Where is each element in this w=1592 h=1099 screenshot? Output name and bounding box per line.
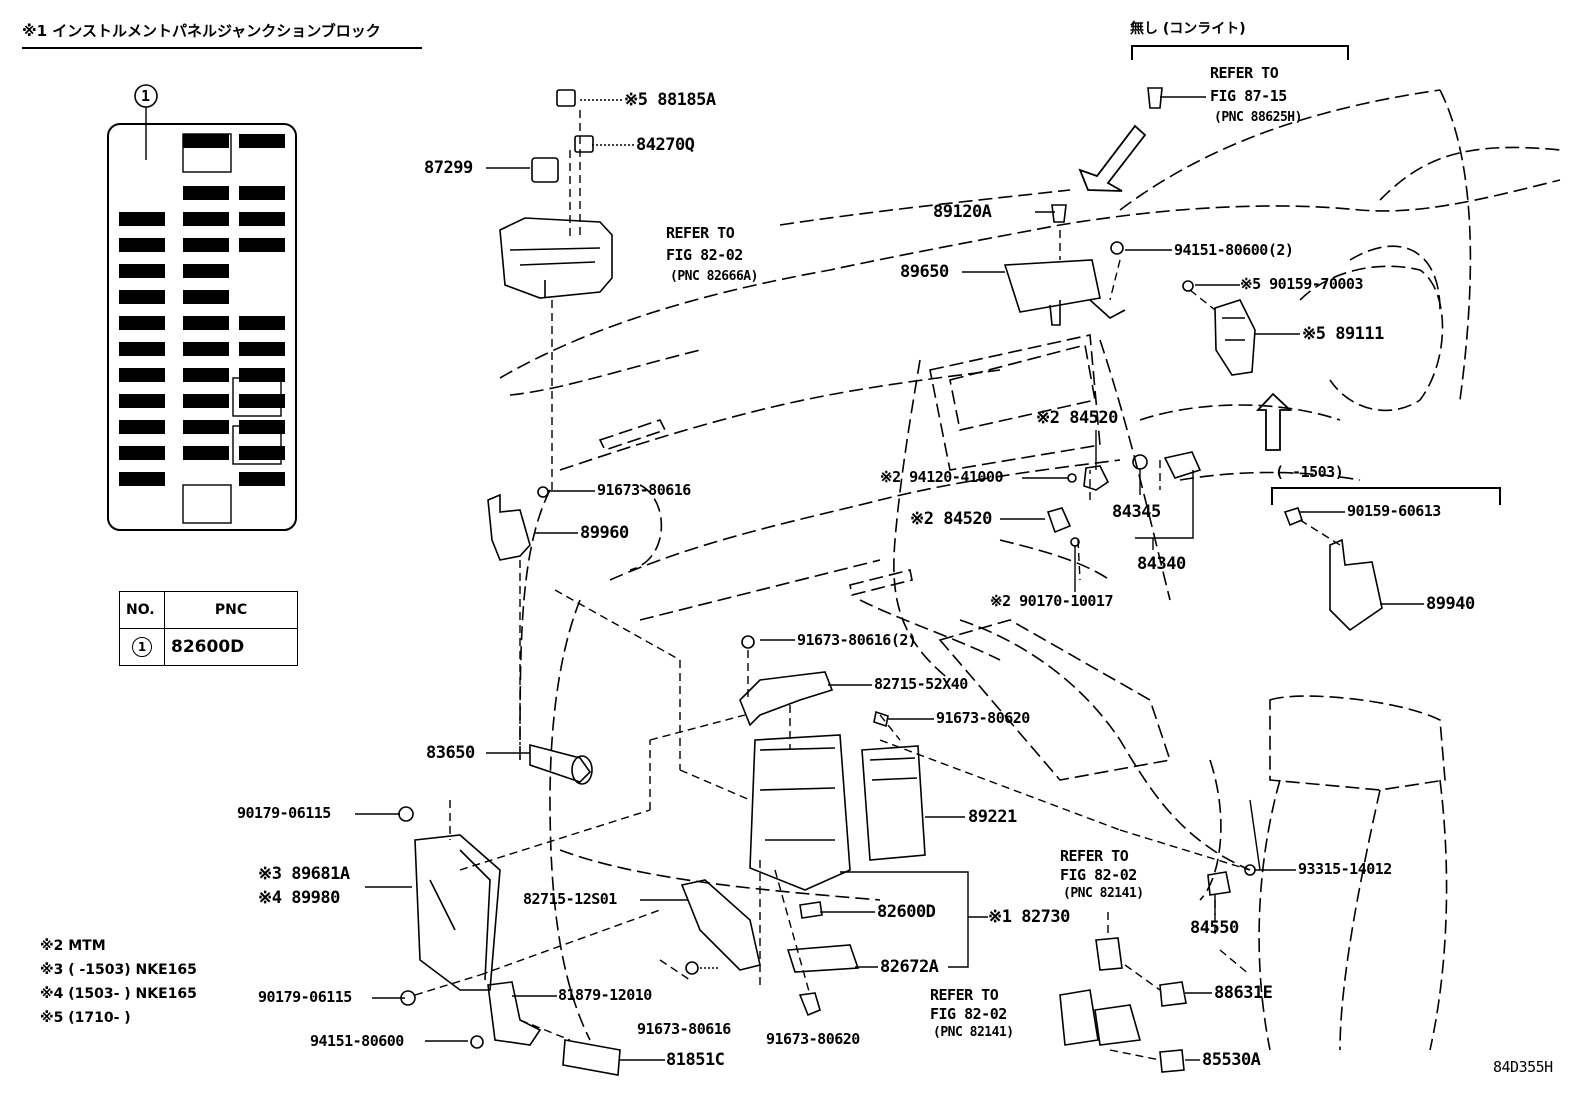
fuse-slot bbox=[239, 134, 285, 148]
part-label: 88631E bbox=[1214, 983, 1273, 1003]
table-header: NO. bbox=[119, 591, 165, 629]
fuse-slot bbox=[183, 238, 229, 252]
part-label: 89940 bbox=[1426, 594, 1475, 614]
part-label: ※5 89111 bbox=[1302, 324, 1384, 344]
fuse-slot bbox=[183, 446, 229, 460]
part-label: ※2 90170-10017 bbox=[990, 592, 1113, 610]
fuse-slot bbox=[239, 212, 285, 226]
callout-number: 1 bbox=[132, 637, 152, 657]
fuse-slot bbox=[183, 290, 229, 304]
footnote: ※4 (1503- ) NKE165 bbox=[40, 986, 197, 1002]
fuse-slot bbox=[239, 316, 285, 330]
fuse-slot bbox=[119, 212, 165, 226]
part-label: 94151-80600 bbox=[310, 1032, 404, 1050]
fuse-slot bbox=[119, 420, 165, 434]
part-label: 89960 bbox=[580, 523, 629, 543]
footnote: ※3 ( -1503) NKE165 bbox=[40, 962, 197, 978]
variant-note: 無し (コンライト) bbox=[1130, 21, 1246, 37]
part-label: 91673-80616 bbox=[637, 1020, 731, 1038]
part-label: 91673-80620 bbox=[936, 709, 1030, 727]
fuse-slot bbox=[239, 420, 285, 434]
part-label: 81851C bbox=[666, 1050, 725, 1070]
fuse-slot bbox=[183, 342, 229, 356]
fuse-box bbox=[107, 84, 297, 531]
part-label: ※3 89681A bbox=[258, 864, 350, 884]
pnc-table: NO. PNC 1 82600D bbox=[119, 591, 298, 666]
fuse-slot bbox=[239, 472, 285, 486]
fuse-slot bbox=[119, 290, 165, 304]
part-label: 91673-80620 bbox=[766, 1030, 860, 1048]
fuse-slot bbox=[119, 316, 165, 330]
part-label: 84340 bbox=[1137, 554, 1186, 574]
part-label: 90159-60613 bbox=[1347, 502, 1441, 520]
part-label: 94151-80600(2) bbox=[1174, 241, 1294, 259]
fuse-slot bbox=[183, 368, 229, 382]
part-label: ※5 90159-70003 bbox=[1240, 275, 1363, 293]
part-label: 87299 bbox=[424, 158, 473, 178]
fuse-slot bbox=[239, 394, 285, 408]
part-label: 82715-52X40 bbox=[874, 675, 968, 693]
part-label: 84550 bbox=[1190, 918, 1239, 938]
figure-code: 84D355H bbox=[1493, 1058, 1553, 1076]
footnote: ※2 MTM bbox=[40, 938, 106, 954]
fuse-slot bbox=[119, 394, 165, 408]
fuse-slot bbox=[239, 186, 285, 200]
part-label: 91673-80616 bbox=[597, 481, 691, 499]
part-label: ※2 94120-41000 bbox=[880, 468, 1003, 486]
fuse-slot bbox=[119, 264, 165, 278]
fuse-slot bbox=[119, 368, 165, 382]
fuse-slot bbox=[119, 472, 165, 486]
part-label: ※5 88185A bbox=[624, 90, 716, 110]
table-cell: 82600D bbox=[164, 628, 298, 666]
part-label: 90179-06115 bbox=[258, 988, 352, 1006]
part-label: 93315-14012 bbox=[1298, 860, 1392, 878]
part-label: ※1 82730 bbox=[988, 907, 1070, 927]
part-label: 91673-80616(2) bbox=[797, 631, 917, 649]
part-label: ※4 89980 bbox=[258, 888, 340, 908]
part-label: 82715-12S01 bbox=[523, 890, 617, 908]
fuse-slot bbox=[183, 420, 229, 434]
fuse-slot bbox=[239, 238, 285, 252]
part-label: 89120A bbox=[933, 202, 992, 222]
fuse-box-callout: 1 bbox=[141, 87, 150, 105]
part-label: ※2 84520 bbox=[1036, 408, 1118, 428]
part-label: 81879-12010 bbox=[558, 986, 652, 1004]
fuse-slot bbox=[119, 238, 165, 252]
part-label: 85530A bbox=[1202, 1050, 1261, 1070]
part-label: 84270Q bbox=[636, 135, 695, 155]
fuse-slot bbox=[183, 134, 229, 148]
fuse-slot bbox=[239, 446, 285, 460]
fuse-slot bbox=[183, 264, 229, 278]
part-label: ※2 84520 bbox=[910, 509, 992, 529]
table-cell: 1 bbox=[119, 628, 165, 666]
fuse-slot bbox=[119, 446, 165, 460]
part-label: 82600D bbox=[877, 902, 936, 922]
part-label: 82672A bbox=[880, 957, 939, 977]
fuse-slot bbox=[239, 342, 285, 356]
part-label: 89650 bbox=[900, 262, 949, 282]
fuse-slot bbox=[119, 342, 165, 356]
fuse-slot bbox=[239, 368, 285, 382]
diagram-title: ※1 インストルメントパネルジャンクションブロック bbox=[22, 20, 422, 49]
fuse-slot bbox=[183, 186, 229, 200]
part-label: 90179-06115 bbox=[237, 804, 331, 822]
table-header: PNC bbox=[164, 591, 298, 629]
part-label: 89221 bbox=[968, 807, 1017, 827]
footnote: ※5 (1710- ) bbox=[40, 1010, 131, 1026]
fuse-slot bbox=[183, 212, 229, 226]
date-range-note: ( -1503) bbox=[1275, 463, 1344, 481]
fuse-slot bbox=[183, 316, 229, 330]
fuse-slot bbox=[183, 394, 229, 408]
part-label: 84345 bbox=[1112, 502, 1161, 522]
part-label: 83650 bbox=[426, 743, 475, 763]
